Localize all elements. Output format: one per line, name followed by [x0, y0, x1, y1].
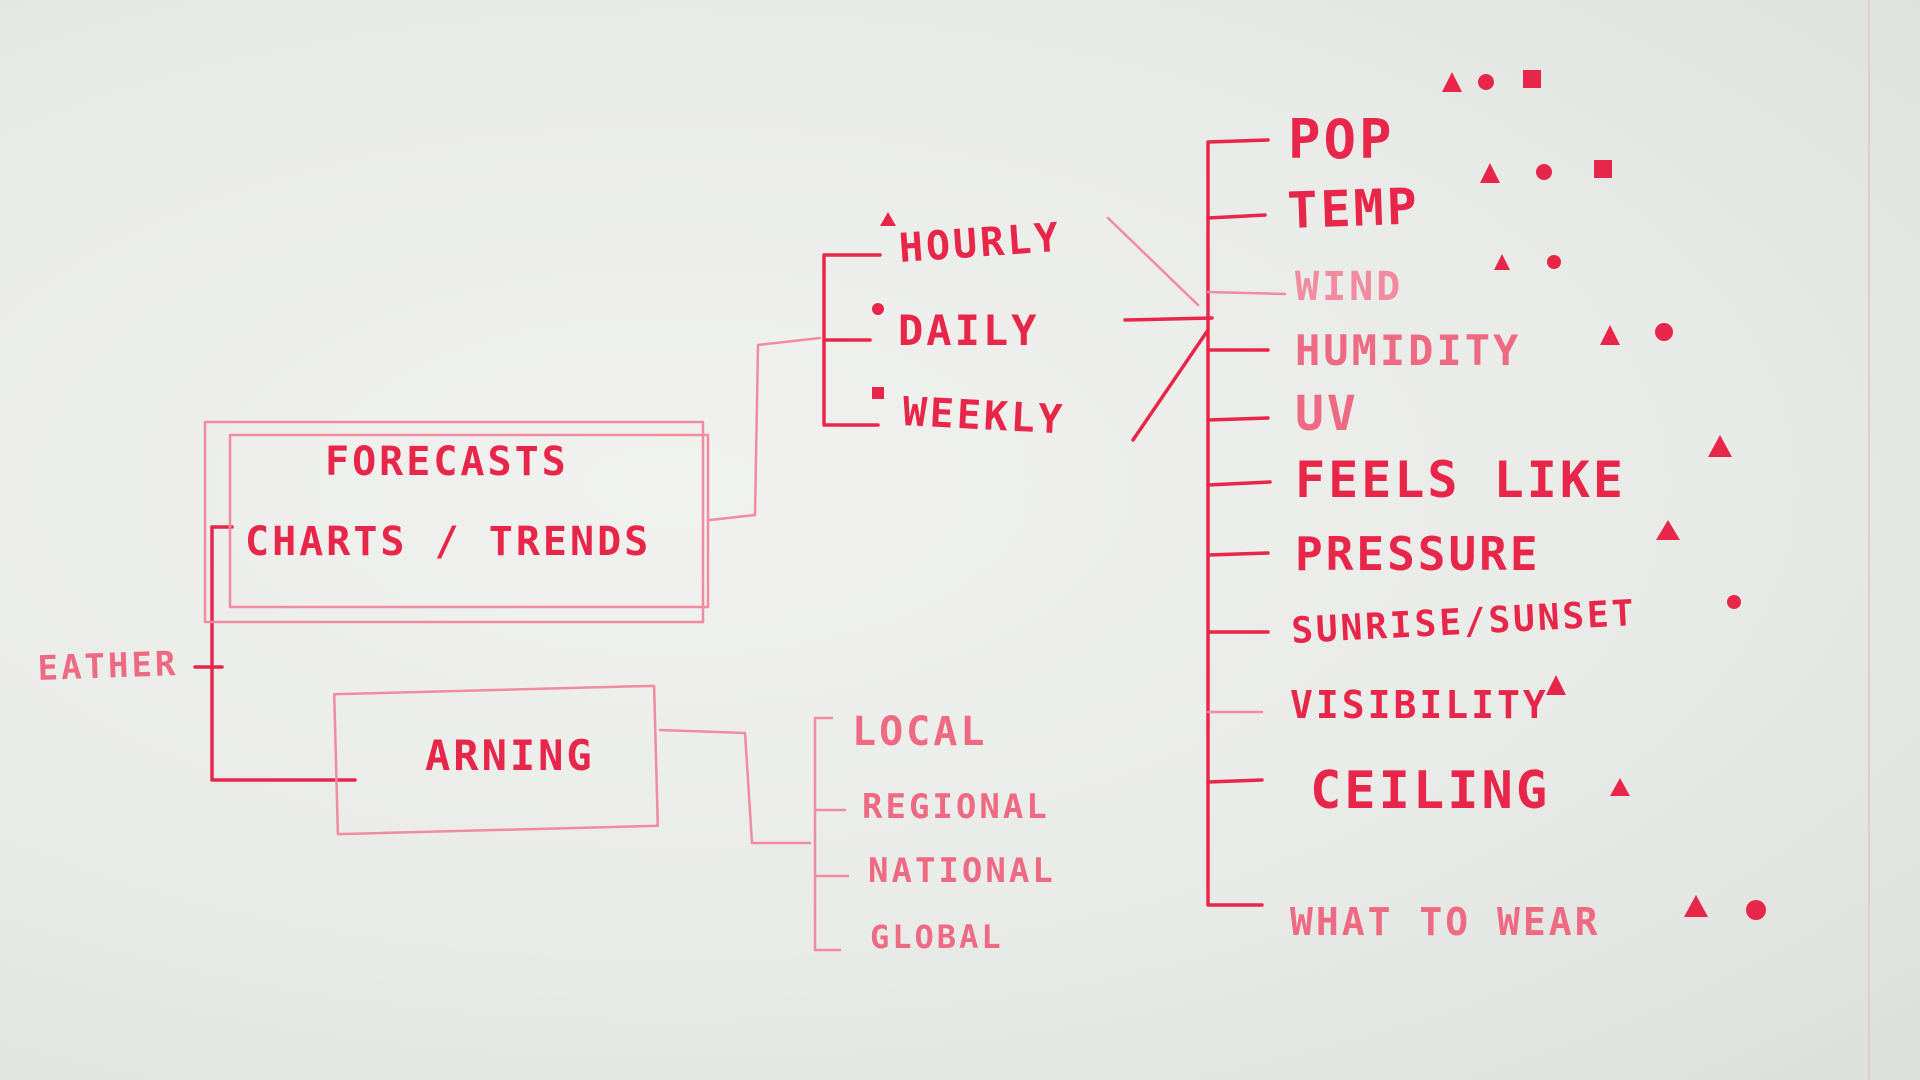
wear-circle-icon: [1746, 900, 1766, 920]
daily-circle-icon: [872, 303, 884, 315]
scope-regional: REGIONAL: [862, 787, 1050, 827]
metrics-spine: [1206, 138, 1270, 907]
visibility-triangle-icon: [1546, 675, 1566, 695]
scope-national: NATIONAL: [868, 851, 1056, 891]
metric-wind: WIND: [1295, 264, 1403, 310]
metric-humidity: HUMIDITY: [1295, 326, 1521, 375]
wind-circle-icon: [1547, 255, 1561, 269]
what-to-wear-markers: [1684, 895, 1766, 920]
pop-triangle-icon: [1442, 72, 1462, 92]
temp-triangle-icon: [1480, 163, 1500, 183]
hourly-triangle-icon: [880, 212, 896, 226]
metrics-tick-ceiling: [1206, 778, 1264, 784]
ceiling-triangle-icon: [1610, 778, 1630, 796]
period-daily: DAILY: [898, 306, 1039, 355]
warning-to-scopes: [658, 728, 812, 845]
scope-local: LOCAL: [852, 709, 987, 755]
pop-markers: [1442, 70, 1541, 92]
charts-trends-label: CHARTS / TRENDS: [245, 519, 651, 565]
humidity-markers: [1600, 323, 1673, 345]
metric-visibility: VISIBILITY: [1290, 683, 1549, 727]
whiteboard-edge: [1868, 0, 1870, 1080]
hourly-to-metrics: [1106, 216, 1200, 307]
daily-to-metrics: [1123, 316, 1214, 322]
scope-global: GLOBAL: [870, 918, 1004, 956]
wear-triangle-icon: [1684, 895, 1708, 917]
metrics-tick-pressure: [1206, 551, 1270, 557]
wind-markers: [1494, 254, 1561, 270]
humidity-circle-icon: [1655, 323, 1673, 341]
metric-what-to-wear: WHAT TO WEAR: [1290, 900, 1601, 944]
metrics-tick-temp: [1206, 213, 1267, 220]
sunrise-circle-icon: [1727, 595, 1741, 609]
temp-markers: [1480, 160, 1612, 183]
feels-like-triangle-icon: [1708, 435, 1732, 457]
weekly-to-metrics: [1131, 328, 1210, 442]
period-hourly: HOURLY: [897, 215, 1062, 272]
temp-circle-icon: [1536, 164, 1552, 180]
period-weekly: WEEKLY: [901, 389, 1066, 443]
pop-circle-icon: [1478, 74, 1494, 90]
forecasts-to-periods: [708, 336, 822, 522]
metric-sunrise-sunset: SUNRISE/SUNSET: [1290, 593, 1637, 652]
metric-pop: POP: [1288, 108, 1395, 171]
warning-box: [332, 684, 660, 836]
root-label: EATHER: [37, 644, 179, 689]
temp-square-icon: [1594, 160, 1612, 178]
metric-uv: UV: [1295, 386, 1359, 442]
forecasts-box: [203, 420, 705, 624]
pressure-triangle-icon: [1656, 520, 1680, 540]
forecasts-title: FORECASTS: [325, 439, 569, 485]
metric-feels-like: FEELS LIKE: [1295, 451, 1626, 509]
metric-pressure: PRESSURE: [1295, 527, 1541, 581]
weekly-square-icon: [872, 387, 884, 399]
wind-triangle-icon: [1494, 254, 1510, 270]
forecasts-box-inner: [228, 433, 710, 609]
warning-label: ARNING: [425, 731, 595, 780]
metrics-tick-uv: [1206, 416, 1270, 422]
pop-square-icon: [1523, 70, 1541, 88]
metrics-tick-feels-like: [1206, 480, 1272, 487]
root-branch-bracket: [210, 525, 357, 782]
metric-temp: TEMP: [1286, 177, 1420, 240]
metrics-tick-wind: [1206, 290, 1287, 296]
scopes-bracket: [813, 716, 842, 952]
humidity-triangle-icon: [1600, 325, 1620, 345]
metric-ceiling: CEILING: [1310, 761, 1550, 821]
